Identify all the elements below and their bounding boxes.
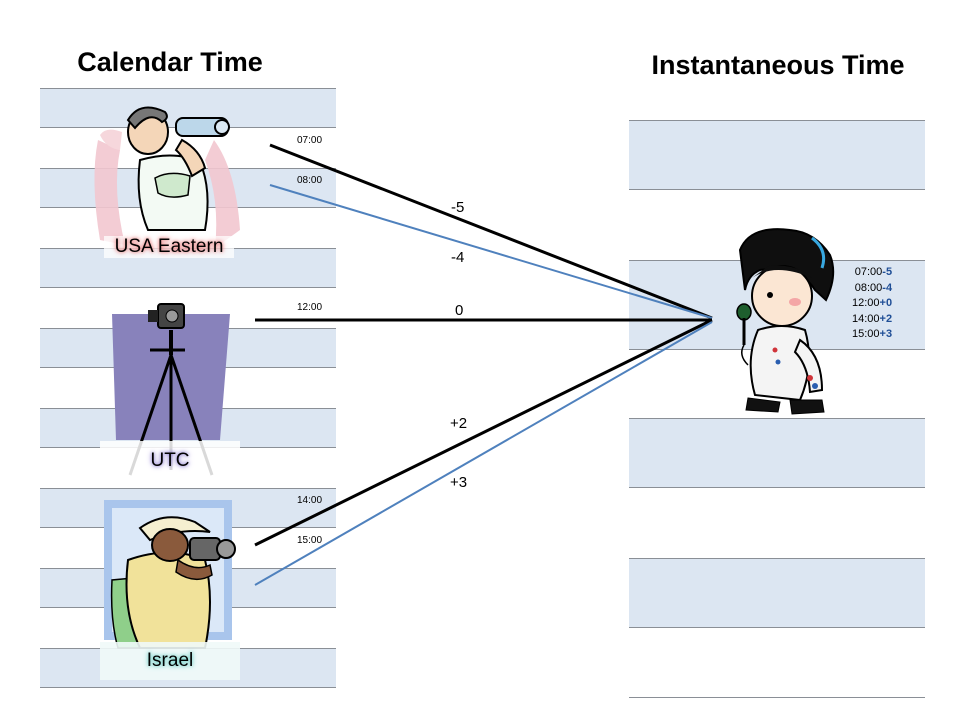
result-time: 14:00 — [852, 312, 880, 325]
line-07-00 — [269, 143, 713, 320]
location-caption-utc: UTC — [100, 441, 240, 477]
result-offset: +0 — [879, 297, 893, 309]
instant-stripe-divider — [629, 697, 925, 698]
result-row: 07:00-5 — [852, 265, 892, 281]
location-caption-usa-eastern: USA Eastern — [104, 236, 234, 258]
result-time: 15:00 — [852, 328, 880, 340]
time-label-15-00: 15:00 — [297, 535, 323, 546]
offset-label-12-00: 0 — [455, 302, 464, 319]
result-offset: -5 — [882, 266, 893, 278]
instantaneous-time-title: Instantaneous Time — [651, 50, 905, 80]
videographer-icon — [94, 106, 240, 248]
time-label-14-00: 14:00 — [297, 495, 323, 506]
instant-stripe — [629, 418, 925, 488]
result-row: 08:00-4 — [852, 281, 892, 297]
offset-label-07-00: -5 — [451, 199, 465, 216]
result-offset: +3 — [879, 328, 893, 340]
offset-label-14-00: +2 — [450, 415, 468, 432]
offset-label-08-00: -4 — [451, 249, 465, 266]
line-14-00 — [254, 318, 713, 547]
time-label-08-00: 08:00 — [297, 175, 323, 186]
line-08-00 — [269, 184, 713, 319]
instant-results-list: 07:00-5 08:00-4 12:00+0 14:00+2 15:00+3 — [852, 265, 892, 343]
location-caption-israel: Israel — [100, 642, 240, 680]
time-label-07-00: 07:00 — [297, 135, 323, 146]
instant-stripe — [629, 120, 925, 190]
result-time: 07:00 — [854, 266, 883, 278]
time-label-12-00: 12:00 — [297, 302, 323, 313]
result-offset: +2 — [879, 312, 893, 325]
offset-label-15-00: +3 — [450, 474, 468, 491]
photographer-icon — [104, 500, 236, 649]
result-row: 12:00+0 — [852, 296, 892, 312]
result-time: 08:00 — [854, 281, 883, 294]
calendar-time-title: Calendar Time — [77, 47, 263, 77]
result-time: 12:00 — [852, 297, 880, 309]
result-offset: -4 — [882, 281, 893, 294]
result-row: 15:00+3 — [852, 327, 892, 343]
instant-stripe — [629, 558, 925, 628]
elvis-singer-icon — [736, 228, 835, 415]
line-15-00 — [254, 321, 713, 586]
result-row: 14:00+2 — [852, 312, 892, 328]
